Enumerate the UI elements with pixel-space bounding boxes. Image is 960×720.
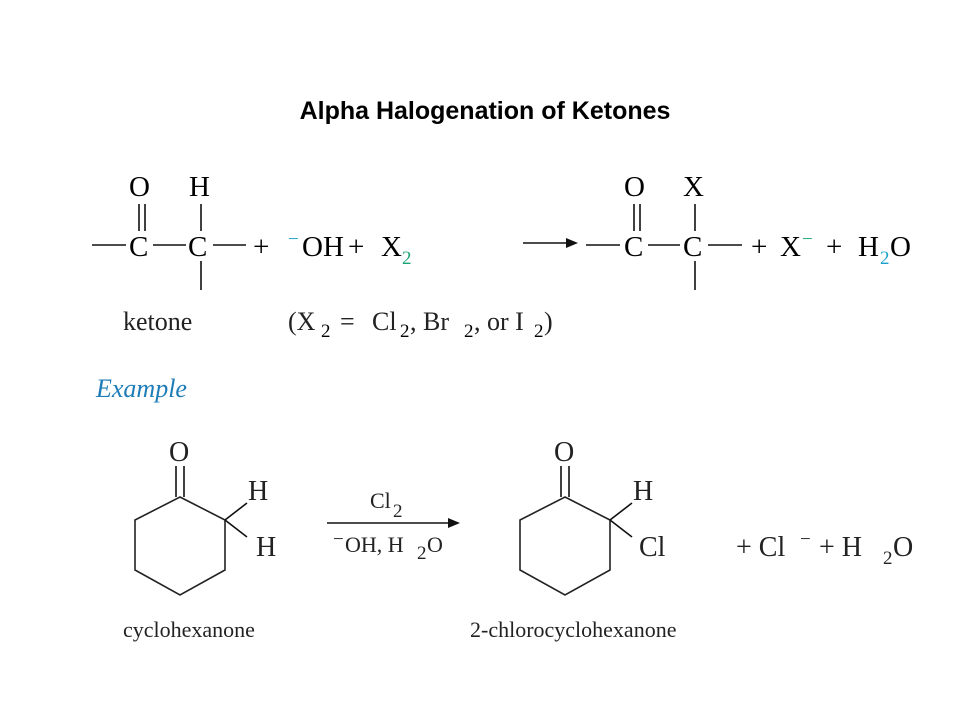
cyclohexanone-h-1: H [248, 476, 268, 507]
svg-text:): ) [544, 307, 553, 336]
product-oxygen: O [624, 171, 645, 203]
svg-text:2: 2 [883, 548, 893, 569]
general-reactant: O H C C [92, 171, 246, 290]
svg-text:−: − [333, 529, 344, 550]
reactant-oxygen: O [129, 171, 150, 203]
hydroxide-charge: − [288, 229, 299, 250]
cyclohexanone-structure: O H H [134, 437, 276, 596]
chlorocyclohexanone-structure: O H Cl [519, 437, 666, 596]
halide-charge: − [802, 229, 813, 250]
chlorocyclohexanone-h-bond [609, 502, 633, 521]
page-title: Alpha Halogenation of Ketones [299, 97, 671, 125]
plus-sign-3: + [751, 231, 767, 263]
svg-text:+ Cl: + Cl [736, 532, 785, 563]
halogen-subscript: 2 [402, 248, 412, 269]
chlorocyclohexanone-ring [519, 496, 611, 596]
plus-sign-1: + [253, 231, 269, 263]
example-reagents: Cl 2 − OH, H 2 O [333, 488, 443, 564]
halogen-conditions: (X 2 = Cl 2 , Br 2 , or I 2 ) [288, 307, 553, 342]
water-o: O [890, 231, 911, 263]
cyclohexanone-h-bond-2 [224, 519, 248, 538]
chlorocyclohexanone-cl-bond [609, 519, 633, 538]
cyclohexanone-ring [134, 496, 226, 596]
svg-text:, Br: , Br [410, 307, 449, 336]
ketone-label: ketone [123, 307, 192, 336]
example-byproducts: + Cl − + H 2 O [736, 529, 913, 569]
chlorocyclohexanone-h: H [633, 476, 653, 507]
reaction-arrow [523, 238, 578, 248]
svg-text:, or I: , or I [474, 307, 524, 336]
reactant-carbon-2: C [188, 231, 207, 263]
svg-text:Cl: Cl [370, 488, 391, 513]
svg-text:2: 2 [393, 501, 403, 522]
svg-text:2: 2 [321, 321, 331, 342]
water-h: H [858, 231, 879, 263]
reactant-carbon-1: C [129, 231, 148, 263]
svg-text:OH, H: OH, H [345, 532, 404, 557]
svg-text:O: O [893, 532, 913, 563]
product-carbon-1: C [624, 231, 643, 263]
svg-text:(X: (X [288, 307, 316, 336]
svg-text:O: O [427, 532, 443, 557]
reactant-hydrogen: H [189, 171, 210, 203]
example-reaction-arrow [327, 518, 460, 528]
svg-text:−: − [800, 529, 811, 550]
example-heading: Example [95, 374, 187, 403]
cyclohexanone-h-bond-1 [224, 502, 248, 521]
halide-x: X [780, 231, 801, 263]
svg-text:+ H: + H [812, 532, 862, 563]
chlorocyclohexanone-cl: Cl [639, 532, 666, 563]
cyclohexanone-h-2: H [256, 532, 276, 563]
svg-text:2: 2 [400, 321, 410, 342]
svg-text:2: 2 [464, 321, 474, 342]
general-product: O X C C [586, 171, 742, 290]
product-halogen: X [683, 171, 704, 203]
svg-text:Cl: Cl [372, 307, 397, 336]
halogen-x: X [381, 231, 402, 263]
cyclohexanone-label: cyclohexanone [123, 617, 255, 642]
svg-text:2: 2 [417, 543, 427, 564]
hydroxide: OH [302, 231, 344, 263]
svg-text:=: = [340, 307, 355, 336]
svg-text:2: 2 [534, 321, 544, 342]
chlorocyclohexanone-oxygen: O [554, 437, 574, 468]
water-subscript: 2 [880, 248, 890, 269]
chlorocyclohexanone-label: 2-chlorocyclohexanone [470, 617, 676, 642]
plus-sign-2: + [348, 231, 364, 263]
cyclohexanone-oxygen: O [169, 437, 189, 468]
product-carbon-2: C [683, 231, 702, 263]
plus-sign-4: + [826, 231, 842, 263]
